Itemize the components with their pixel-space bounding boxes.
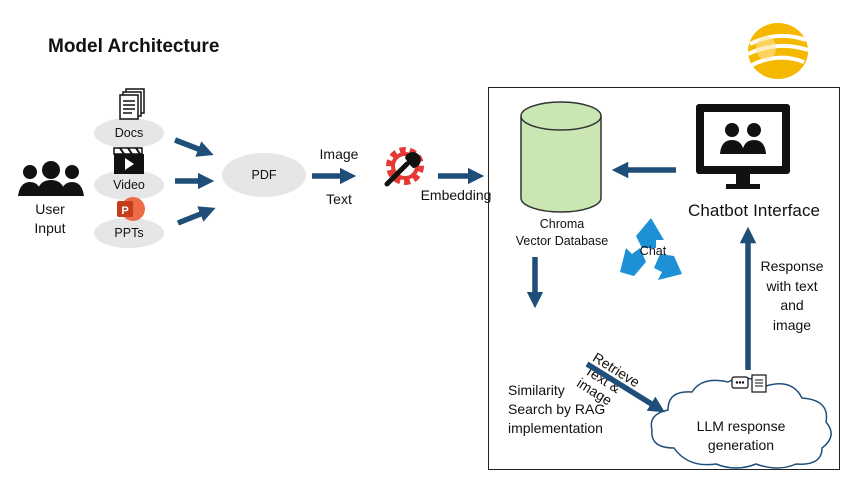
database-type: Vector Database — [515, 234, 609, 248]
embedding-label: Embedding — [420, 187, 492, 203]
users-icon — [18, 161, 84, 196]
logo-icon — [747, 23, 809, 79]
docs-ellipse: Docs — [94, 118, 164, 148]
powerpoint-icon: P — [117, 197, 145, 221]
docs-label: Docs — [114, 126, 144, 140]
chatbot-interface-label: Chatbot Interface — [688, 201, 821, 220]
ppts-ellipse: PPTs — [94, 218, 164, 248]
user-input-label: User Input — [34, 201, 66, 236]
arrow-ppts-pdf — [176, 206, 216, 226]
image-label: Image — [319, 146, 359, 162]
database-label: Chroma Vector Database — [496, 216, 628, 250]
pdf-ellipse: PDF — [222, 153, 306, 197]
rag-panel — [488, 87, 840, 470]
monitor-icon — [696, 104, 790, 189]
llm-label: LLM response generation — [696, 418, 786, 453]
database-name: Chroma — [539, 217, 585, 231]
page-title: Model Architecture — [48, 36, 220, 57]
similarity-label: Similarity Search by RAG implementation — [508, 382, 606, 436]
response-label: Response with text and image — [760, 258, 824, 333]
recycle-icon — [620, 218, 682, 280]
document-icon — [119, 88, 145, 120]
database-icon — [520, 101, 602, 213]
pdf-label: PDF — [251, 168, 277, 182]
cloud-shape — [650, 377, 832, 469]
text-label: Text — [326, 191, 352, 207]
chat-doc-icon — [731, 374, 767, 393]
svg-text:P: P — [121, 205, 128, 217]
video-label: Video — [113, 178, 145, 192]
chat-label: Chat — [639, 244, 667, 258]
ppts-label: PPTs — [114, 226, 144, 240]
arrow-docs-pdf — [174, 137, 214, 157]
arrow-retrieve-llm — [585, 361, 666, 413]
video-ellipse: Video — [94, 170, 164, 200]
gear-wrench-icon — [384, 147, 424, 187]
video-icon — [113, 147, 144, 174]
